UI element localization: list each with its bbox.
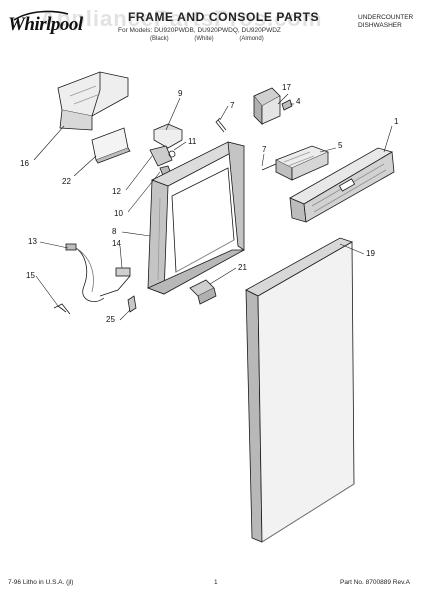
callout: 16: [20, 159, 29, 168]
footer-part-number: Part No. 8700889 Rev.A: [340, 579, 410, 586]
watermark: AppliancePartsPros.com: [40, 6, 323, 31]
callout: 17: [282, 83, 291, 92]
brand-swoosh-icon: [13, 10, 69, 21]
callout-numbers: 16 22 9 7 11 12 10 8 13 14 15 25 21 19 1…: [20, 83, 399, 324]
product-type: UNDERCOUNTER DISHWASHER: [358, 14, 430, 30]
callout: 14: [112, 239, 121, 248]
brand-logo: Whirlpool: [8, 14, 83, 35]
leader-lines: [33, 93, 393, 321]
footer-litho: 7-96 Litho in U.S.A. (jl): [8, 579, 74, 586]
callout: 8: [112, 227, 117, 236]
color-labels: (Black) (White) (Almond): [150, 36, 330, 42]
color-label: (Black): [150, 36, 169, 42]
callout: 13: [28, 237, 37, 246]
callout: 21: [238, 263, 247, 272]
part-door-latch: [149, 123, 183, 179]
callout: 7: [230, 101, 235, 110]
callout: 4: [296, 97, 301, 106]
callout: 9: [178, 89, 183, 98]
callout: 15: [26, 271, 35, 280]
product-type-line: UNDERCOUNTER: [358, 14, 414, 21]
part-console: [289, 147, 395, 223]
part-insulation-bracket: [57, 71, 129, 131]
part-wire-harness: [53, 243, 131, 315]
callout: 22: [62, 177, 71, 186]
color-label: (Almond): [239, 36, 264, 42]
models-line: For Models: DU920PWDB, DU920PWDQ, DU920P…: [118, 27, 281, 34]
part-control-panel: [261, 145, 330, 181]
footer-page-number: 1: [214, 579, 218, 586]
callout: 7: [262, 145, 267, 154]
part-clip: [127, 295, 137, 313]
part-switch-module: [253, 87, 293, 125]
callout: 1: [394, 117, 399, 126]
callout: 11: [188, 137, 197, 146]
product-type-line: DISHWASHER: [358, 22, 402, 29]
part-panel: [91, 127, 131, 164]
callout: 25: [106, 315, 115, 324]
part-door-frame: [146, 141, 246, 295]
callout: 5: [338, 141, 343, 150]
part-outer-door-panel: [245, 237, 355, 543]
callout: 12: [112, 187, 121, 196]
callout: 10: [114, 209, 123, 218]
color-label: (White): [194, 36, 214, 42]
part-hinge: [189, 279, 217, 305]
part-screw: [215, 117, 227, 133]
callout: 19: [366, 249, 375, 258]
page-title: FRAME AND CONSOLE PARTS: [128, 10, 320, 24]
